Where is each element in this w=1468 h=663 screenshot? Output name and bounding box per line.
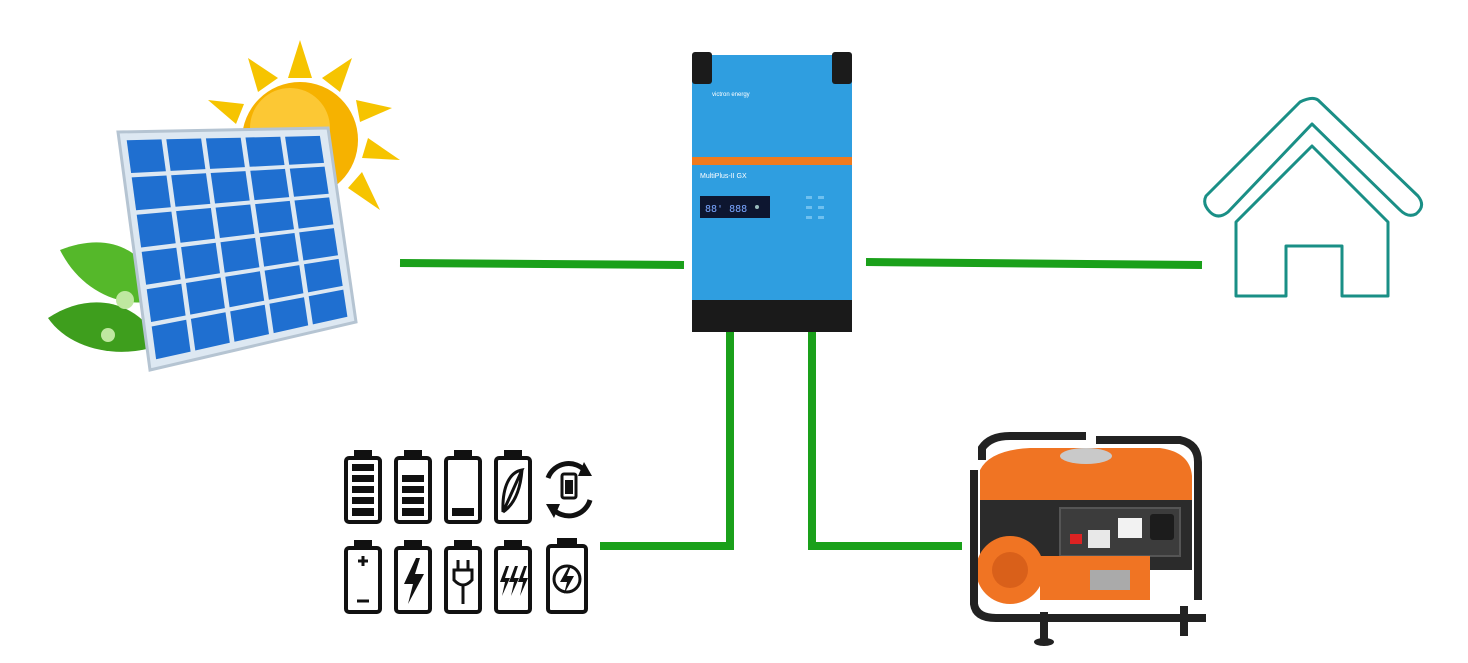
solar-cell: [151, 319, 191, 360]
solar-cell: [146, 283, 186, 322]
solar-cell: [308, 289, 348, 325]
wire-inverter-to-battery: [600, 332, 734, 550]
battery-fast-charge-icon: [494, 540, 532, 614]
solar-cell: [171, 173, 211, 207]
solar-cell: [220, 237, 260, 273]
inverter-charger: victron energy MultiPlus-II GX 88' 888: [692, 52, 852, 332]
wire-inverter-to-house: [865, 258, 1203, 269]
inverter-lcd-text: 88' 888: [705, 204, 747, 215]
house-icon: [1203, 96, 1423, 298]
solar-cell: [304, 258, 343, 293]
inverter-lcd-display: [700, 196, 770, 218]
solar-cell: [245, 136, 285, 167]
battery-eco-icon: [494, 450, 532, 524]
battery-cycle-icon: [545, 461, 593, 519]
inverter-brand-label: victron energy: [712, 92, 750, 98]
solar-cell: [299, 228, 338, 261]
solar-cell: [186, 277, 225, 315]
battery-high-icon: [394, 450, 432, 524]
battery-low-icon: [444, 450, 482, 524]
solar-cell: [131, 175, 171, 211]
solar-cell: [289, 166, 329, 197]
solar-cell: [269, 297, 309, 334]
solar-cell: [250, 168, 290, 201]
solar-cell: [141, 247, 181, 285]
battery-plus-minus-icon: [344, 540, 382, 614]
solar-cell: [264, 265, 304, 300]
solar-cell: [259, 233, 299, 267]
solar-cell: [136, 211, 176, 248]
battery-plug-icon: [444, 540, 482, 614]
solar-cell: [230, 304, 269, 342]
solar-panel-icon: [116, 126, 358, 372]
solar-cell: [166, 138, 206, 171]
battery-full-icon: [344, 450, 382, 524]
solar-cell: [205, 137, 245, 169]
solar-cell: [210, 171, 250, 204]
wire-solar-to-inverter: [399, 259, 685, 269]
solar-cell: [285, 135, 324, 165]
battery-power-icon: [546, 538, 588, 614]
battery-charging-icon: [394, 540, 432, 614]
solar-cell: [225, 271, 265, 308]
wire-inverter-to-generator: [808, 332, 962, 550]
solar-panel-group: [48, 40, 400, 372]
battery-icons-grid: [344, 450, 593, 614]
solar-cell: [181, 242, 220, 279]
wiring: [399, 258, 1203, 550]
solar-cell: [255, 200, 294, 234]
solar-cell: [126, 139, 166, 173]
solar-cell: [294, 197, 334, 229]
solar-cell: [176, 208, 216, 243]
portable-generator-icon: [970, 432, 1206, 646]
solar-cell: [215, 204, 255, 238]
solar-cell: [190, 312, 230, 351]
inverter-model-label: MultiPlus-II GX: [700, 173, 747, 180]
